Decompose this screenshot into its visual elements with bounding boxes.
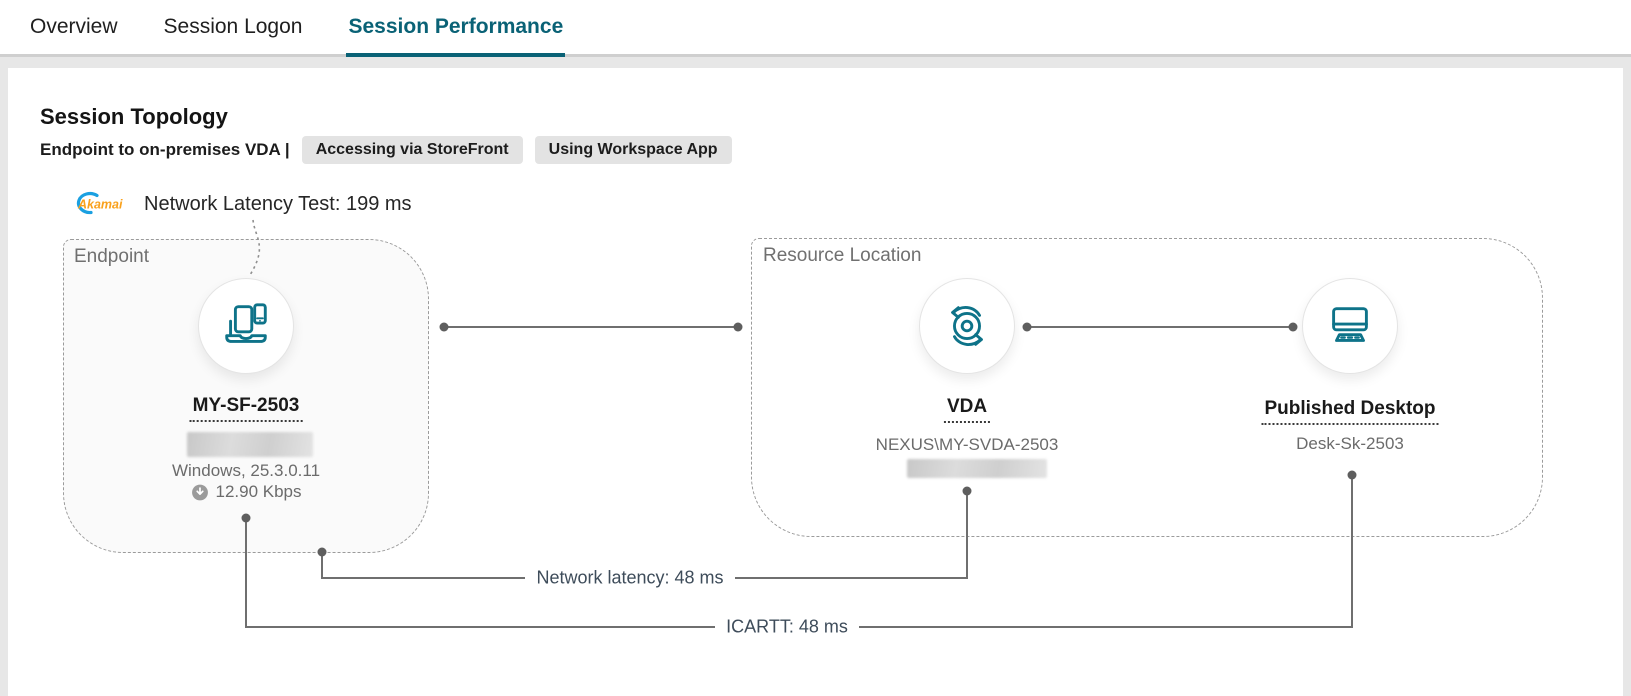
network-latency-line-left xyxy=(321,552,525,579)
network-latency-test-row: Akamai Network Latency Test: 199 ms xyxy=(66,190,412,218)
network-latency-test-value: Network Latency Test: 199 ms xyxy=(144,192,412,215)
network-latency-metric: Network latency: 48 ms xyxy=(536,567,724,588)
download-icon xyxy=(192,484,208,500)
endpoint-os-version: Windows, 25.3.0.11 xyxy=(171,461,321,480)
vda-node[interactable] xyxy=(919,278,1015,374)
vda-sync-icon xyxy=(951,306,983,346)
page-title: Session Topology xyxy=(40,104,228,129)
endpoint-bandwidth: 12.90 Kbps xyxy=(215,482,302,501)
vda-redacted-info xyxy=(907,459,1047,478)
storefront-badge: Accessing via StoreFront xyxy=(301,136,523,164)
icartt-metric: ICARTT: 48 ms xyxy=(726,616,848,637)
subtitle-row: Endpoint to on-premises VDA | Accessing … xyxy=(40,136,732,164)
endpoint-group-label: Endpoint xyxy=(74,246,150,267)
endpoint-devices-icon xyxy=(225,303,267,343)
endpoint-redacted-info xyxy=(187,432,313,457)
akamai-logo-text: Akamai xyxy=(77,198,123,212)
resource-location-group-box xyxy=(751,238,1543,537)
tab-session-performance[interactable]: Session Performance xyxy=(346,0,566,57)
tab-session-logon[interactable]: Session Logon xyxy=(163,15,303,38)
published-desktop-label[interactable]: Published Desktop xyxy=(1261,398,1439,425)
vda-label[interactable]: VDA xyxy=(943,396,991,423)
endpoint-name[interactable]: MY-SF-2503 xyxy=(189,395,303,422)
published-desktop-name: Desk-Sk-2503 xyxy=(1296,434,1404,453)
workspace-app-badge: Using Workspace App xyxy=(534,136,732,164)
session-topology-panel: Session Topology Endpoint to on-premises… xyxy=(8,68,1623,696)
vda-machine-name: NEXUS\MY-SVDA-2503 xyxy=(875,435,1059,454)
published-desktop-node[interactable] xyxy=(1302,278,1398,374)
tab-overview[interactable]: Overview xyxy=(30,15,118,38)
connector-dot xyxy=(733,322,743,332)
akamai-logo-icon: Akamai xyxy=(76,191,123,215)
resource-location-group-label: Resource Location xyxy=(763,245,922,266)
desktop-monitor-icon xyxy=(1332,307,1368,342)
connection-type-label: Endpoint to on-premises VDA | xyxy=(40,140,290,159)
endpoint-node[interactable] xyxy=(198,278,294,374)
connector-dot xyxy=(439,322,449,332)
tab-bar: Overview Session Logon Session Performan… xyxy=(0,0,1631,57)
